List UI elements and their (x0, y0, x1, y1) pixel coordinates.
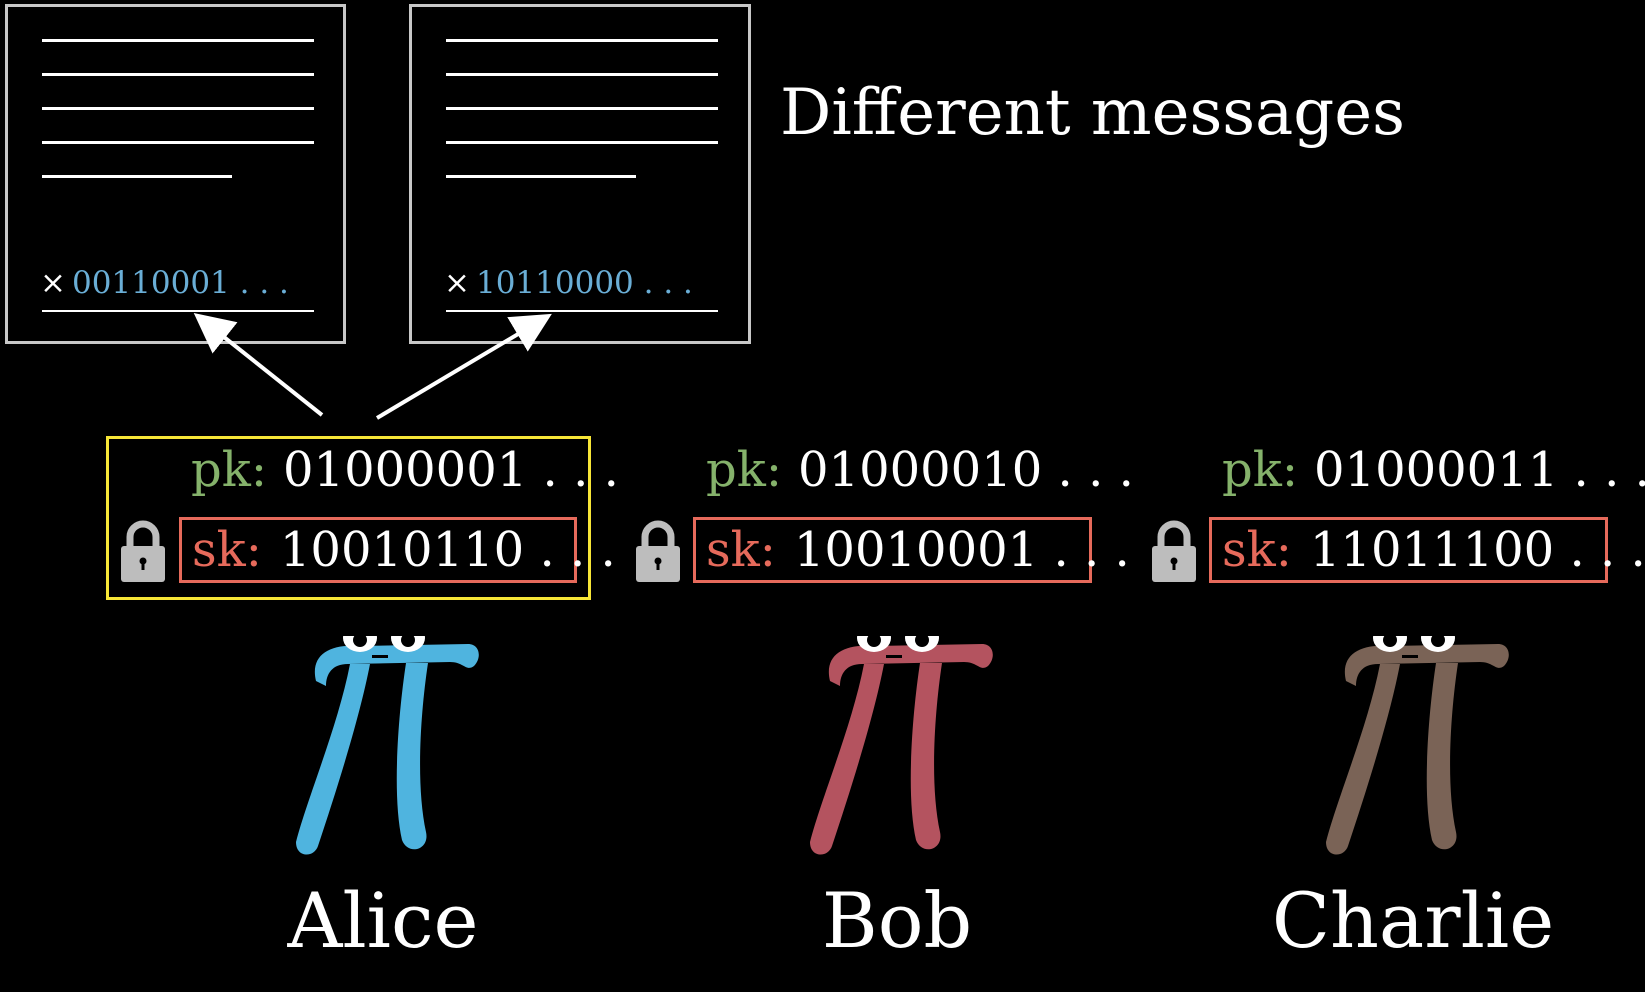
secret-key-box: sk: 11011100 . . . (1209, 517, 1645, 583)
lock-icon (1152, 520, 1196, 582)
secret-key: sk: 11011100 . . . (1222, 522, 1645, 578)
text-line (446, 175, 636, 178)
pk-value: 01000001 . . . (282, 442, 619, 498)
selected-person-highlight (106, 436, 591, 600)
signature-line (42, 310, 314, 312)
sk-label: sk: (192, 522, 262, 578)
person-name-bob: Bob (821, 876, 973, 965)
signature: ×10110000 . . . (444, 265, 693, 301)
times-icon: × (444, 265, 470, 301)
pk-value: 01000011 . . . (1313, 442, 1645, 498)
pk-value: 01000010 . . . (797, 442, 1134, 498)
public-key: pk: 01000010 . . . (706, 442, 1134, 498)
text-line (42, 73, 314, 76)
message-document-1: ×00110001 . . . (5, 4, 346, 344)
text-line (42, 107, 314, 110)
pk-label: pk: (706, 442, 782, 498)
text-line (446, 107, 718, 110)
lock-icon (636, 520, 680, 582)
signature-value: 10110000 . . . (475, 265, 693, 301)
secret-key-box: sk: 10010110 . . . (179, 517, 616, 583)
text-line (42, 141, 314, 144)
pk-label: pk: (191, 442, 267, 498)
text-line (42, 39, 314, 42)
text-line (42, 175, 232, 178)
signature-line (446, 310, 718, 312)
secret-key: sk: 10010001 . . . (706, 522, 1130, 578)
sk-value: 11011100 . . . (1309, 522, 1645, 578)
pk-label: pk: (1222, 442, 1298, 498)
text-line (446, 73, 718, 76)
message-document-2: ×10110000 . . . (409, 4, 751, 344)
public-key: pk: 01000011 . . . (1222, 442, 1645, 498)
pi-creature-icon (810, 636, 993, 855)
signature-value: 00110001 . . . (71, 265, 289, 301)
sk-value: 10010001 . . . (793, 522, 1130, 578)
sk-label: sk: (706, 522, 776, 578)
pi-creature-icon (1326, 636, 1509, 855)
signature: ×00110001 . . . (40, 265, 289, 301)
secret-key-box: sk: 10010001 . . . (693, 517, 1130, 583)
arrow-icon (193, 313, 324, 417)
person-name-alice: Alice (287, 876, 479, 965)
sk-value: 10010110 . . . (279, 522, 616, 578)
arrow-icon (375, 313, 552, 420)
title: Different messages (780, 76, 1405, 150)
times-icon: × (40, 265, 66, 301)
secret-key: sk: 10010110 . . . (192, 522, 616, 578)
pi-creature-icon (296, 636, 479, 855)
person-name-charlie: Charlie (1271, 876, 1555, 965)
text-line (446, 39, 718, 42)
public-key: pk: 01000001 . . . (191, 442, 619, 498)
lock-icon (121, 520, 165, 582)
sk-label: sk: (1222, 522, 1292, 578)
text-line (446, 141, 718, 144)
